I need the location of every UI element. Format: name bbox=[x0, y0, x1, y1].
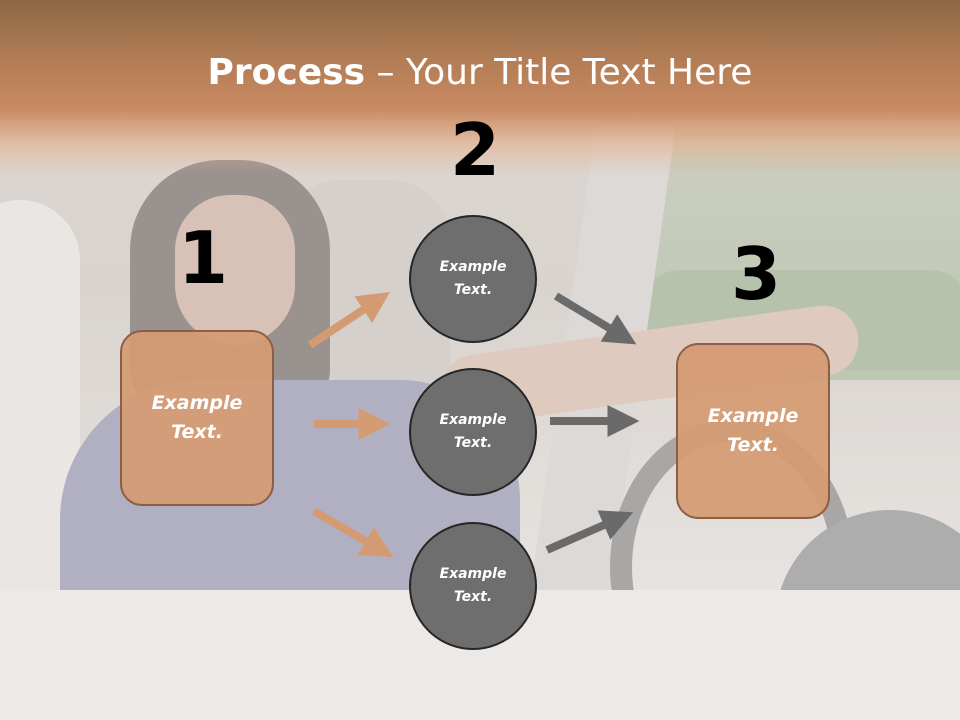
step-3-box: Example Text. bbox=[676, 343, 830, 519]
step-2-circle-top-text: Example Text. bbox=[439, 259, 507, 298]
title-band bbox=[0, 0, 960, 175]
step-2-circle-middle-text: Example Text. bbox=[439, 412, 507, 451]
step-2-circle-top: Example Text. bbox=[409, 215, 537, 343]
step-1-box: Example Text. bbox=[120, 330, 274, 506]
arrow-2c-to-3 bbox=[545, 510, 634, 554]
title-bold: Process bbox=[207, 52, 366, 93]
arrow-1-to-2c bbox=[311, 507, 394, 558]
step-number-1: 1 bbox=[178, 216, 229, 300]
step-number-2: 2 bbox=[450, 108, 501, 192]
slide-title: Process – Your Title Text Here bbox=[0, 52, 960, 93]
step-2-circle-bottom: Example Text. bbox=[409, 522, 537, 650]
arrow-1-to-2a bbox=[307, 292, 391, 349]
step-number-3: 3 bbox=[731, 232, 782, 316]
step-3-text: Example Text. bbox=[707, 405, 799, 456]
step-2-circle-bottom-text: Example Text. bbox=[439, 566, 507, 605]
title-rest: – Your Title Text Here bbox=[365, 52, 753, 93]
driver-face bbox=[175, 195, 295, 345]
arrow-2a-to-3 bbox=[553, 292, 637, 345]
step-1-text: Example Text. bbox=[151, 392, 243, 443]
step-2-circle-middle: Example Text. bbox=[409, 368, 537, 496]
